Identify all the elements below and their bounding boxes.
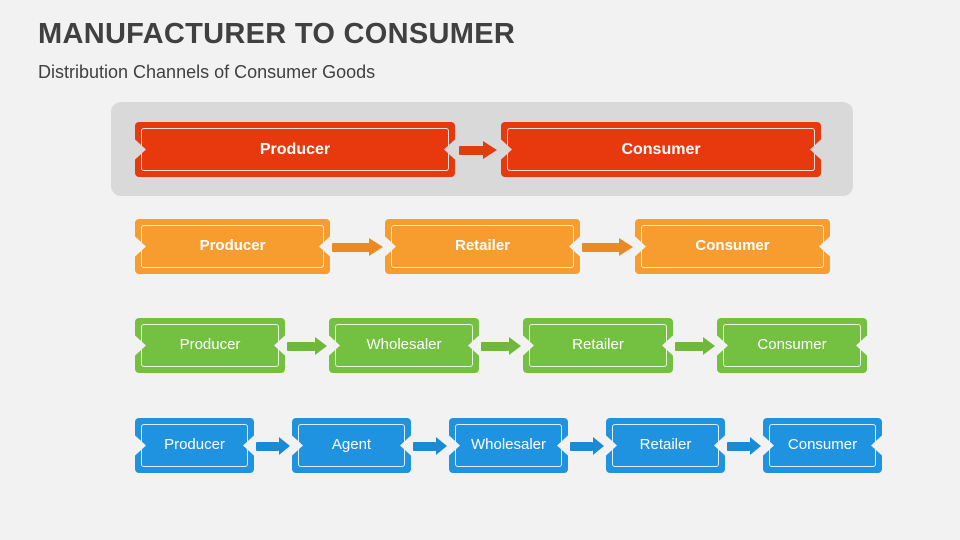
arrow-4-2-icon xyxy=(413,436,447,455)
node-wholesaler-4[interactable]: Wholesaler xyxy=(448,418,569,473)
node-consumer-2[interactable]: Consumer xyxy=(634,219,831,274)
node-producer-2[interactable]: Producer xyxy=(134,219,331,274)
notch-left-icon xyxy=(328,334,340,357)
notch-left-icon xyxy=(522,334,534,357)
node-label: Wholesaler xyxy=(470,436,547,454)
node-label: Producer xyxy=(259,140,331,158)
arrow-4-1-icon xyxy=(256,436,290,455)
channel-row-3: Producer Wholesaler Retailer xyxy=(134,318,868,373)
node-consumer-4[interactable]: Consumer xyxy=(762,418,883,473)
node-consumer-3[interactable]: Consumer xyxy=(716,318,868,373)
node-retailer-4[interactable]: Retailer xyxy=(605,418,726,473)
arrow-4-4-icon xyxy=(727,436,761,455)
notch-left-icon xyxy=(384,235,396,258)
notch-left-icon xyxy=(134,434,146,457)
notch-left-icon xyxy=(291,434,303,457)
node-label: Retailer xyxy=(454,237,511,255)
channel-row-2: Producer Retailer Consumer xyxy=(134,219,831,274)
node-label: Consumer xyxy=(695,237,770,255)
node-label: Retailer xyxy=(572,336,624,354)
notch-right-icon xyxy=(274,334,286,357)
node-label: Wholesaler xyxy=(366,336,442,354)
notch-left-icon xyxy=(634,235,646,258)
notch-right-icon xyxy=(468,334,480,357)
node-label: Consumer xyxy=(621,140,701,158)
notch-left-icon xyxy=(134,138,146,161)
notch-right-icon xyxy=(856,334,868,357)
arrow-3-3-icon xyxy=(675,336,715,355)
notch-left-icon xyxy=(134,334,146,357)
node-label: Agent xyxy=(331,436,372,454)
notch-right-icon xyxy=(569,235,581,258)
notch-right-icon xyxy=(444,138,456,161)
notch-right-icon xyxy=(319,235,331,258)
node-producer-1[interactable]: Producer xyxy=(134,122,456,177)
node-retailer-3[interactable]: Retailer xyxy=(522,318,674,373)
node-label: Consumer xyxy=(787,436,858,454)
notch-left-icon xyxy=(605,434,617,457)
notch-left-icon xyxy=(134,235,146,258)
notch-right-icon xyxy=(557,434,569,457)
node-label: Retailer xyxy=(639,436,692,454)
node-producer-3[interactable]: Producer xyxy=(134,318,286,373)
notch-right-icon xyxy=(871,434,883,457)
page-subtitle: Distribution Channels of Consumer Goods xyxy=(38,62,376,82)
node-producer-4[interactable]: Producer xyxy=(134,418,255,473)
node-consumer-1[interactable]: Consumer xyxy=(500,122,822,177)
node-retailer-2[interactable]: Retailer xyxy=(384,219,581,274)
notch-left-icon xyxy=(716,334,728,357)
notch-right-icon xyxy=(243,434,255,457)
node-wholesaler-3[interactable]: Wholesaler xyxy=(328,318,480,373)
notch-right-icon xyxy=(810,138,822,161)
arrow-3-2-icon xyxy=(481,336,521,355)
notch-right-icon xyxy=(714,434,726,457)
notch-right-icon xyxy=(662,334,674,357)
arrow-2-2-icon xyxy=(582,237,633,256)
notch-left-icon xyxy=(762,434,774,457)
notch-right-icon xyxy=(400,434,412,457)
notch-left-icon xyxy=(500,138,512,161)
arrow-2-1-icon xyxy=(332,237,383,256)
node-label: Consumer xyxy=(757,336,827,354)
channel-row-4: Producer Agent Wholesaler xyxy=(134,418,883,473)
channel-row-1: Producer Consumer xyxy=(134,122,822,177)
node-label: Producer xyxy=(179,336,241,354)
node-label: Producer xyxy=(199,237,266,255)
notch-left-icon xyxy=(448,434,460,457)
notch-right-icon xyxy=(819,235,831,258)
page-title: MANUFACTURER TO CONSUMER xyxy=(38,18,516,50)
node-label: Producer xyxy=(164,436,225,454)
arrow-1-1-icon xyxy=(459,140,497,159)
arrow-3-1-icon xyxy=(287,336,327,355)
node-agent-4[interactable]: Agent xyxy=(291,418,412,473)
arrow-4-3-icon xyxy=(570,436,604,455)
